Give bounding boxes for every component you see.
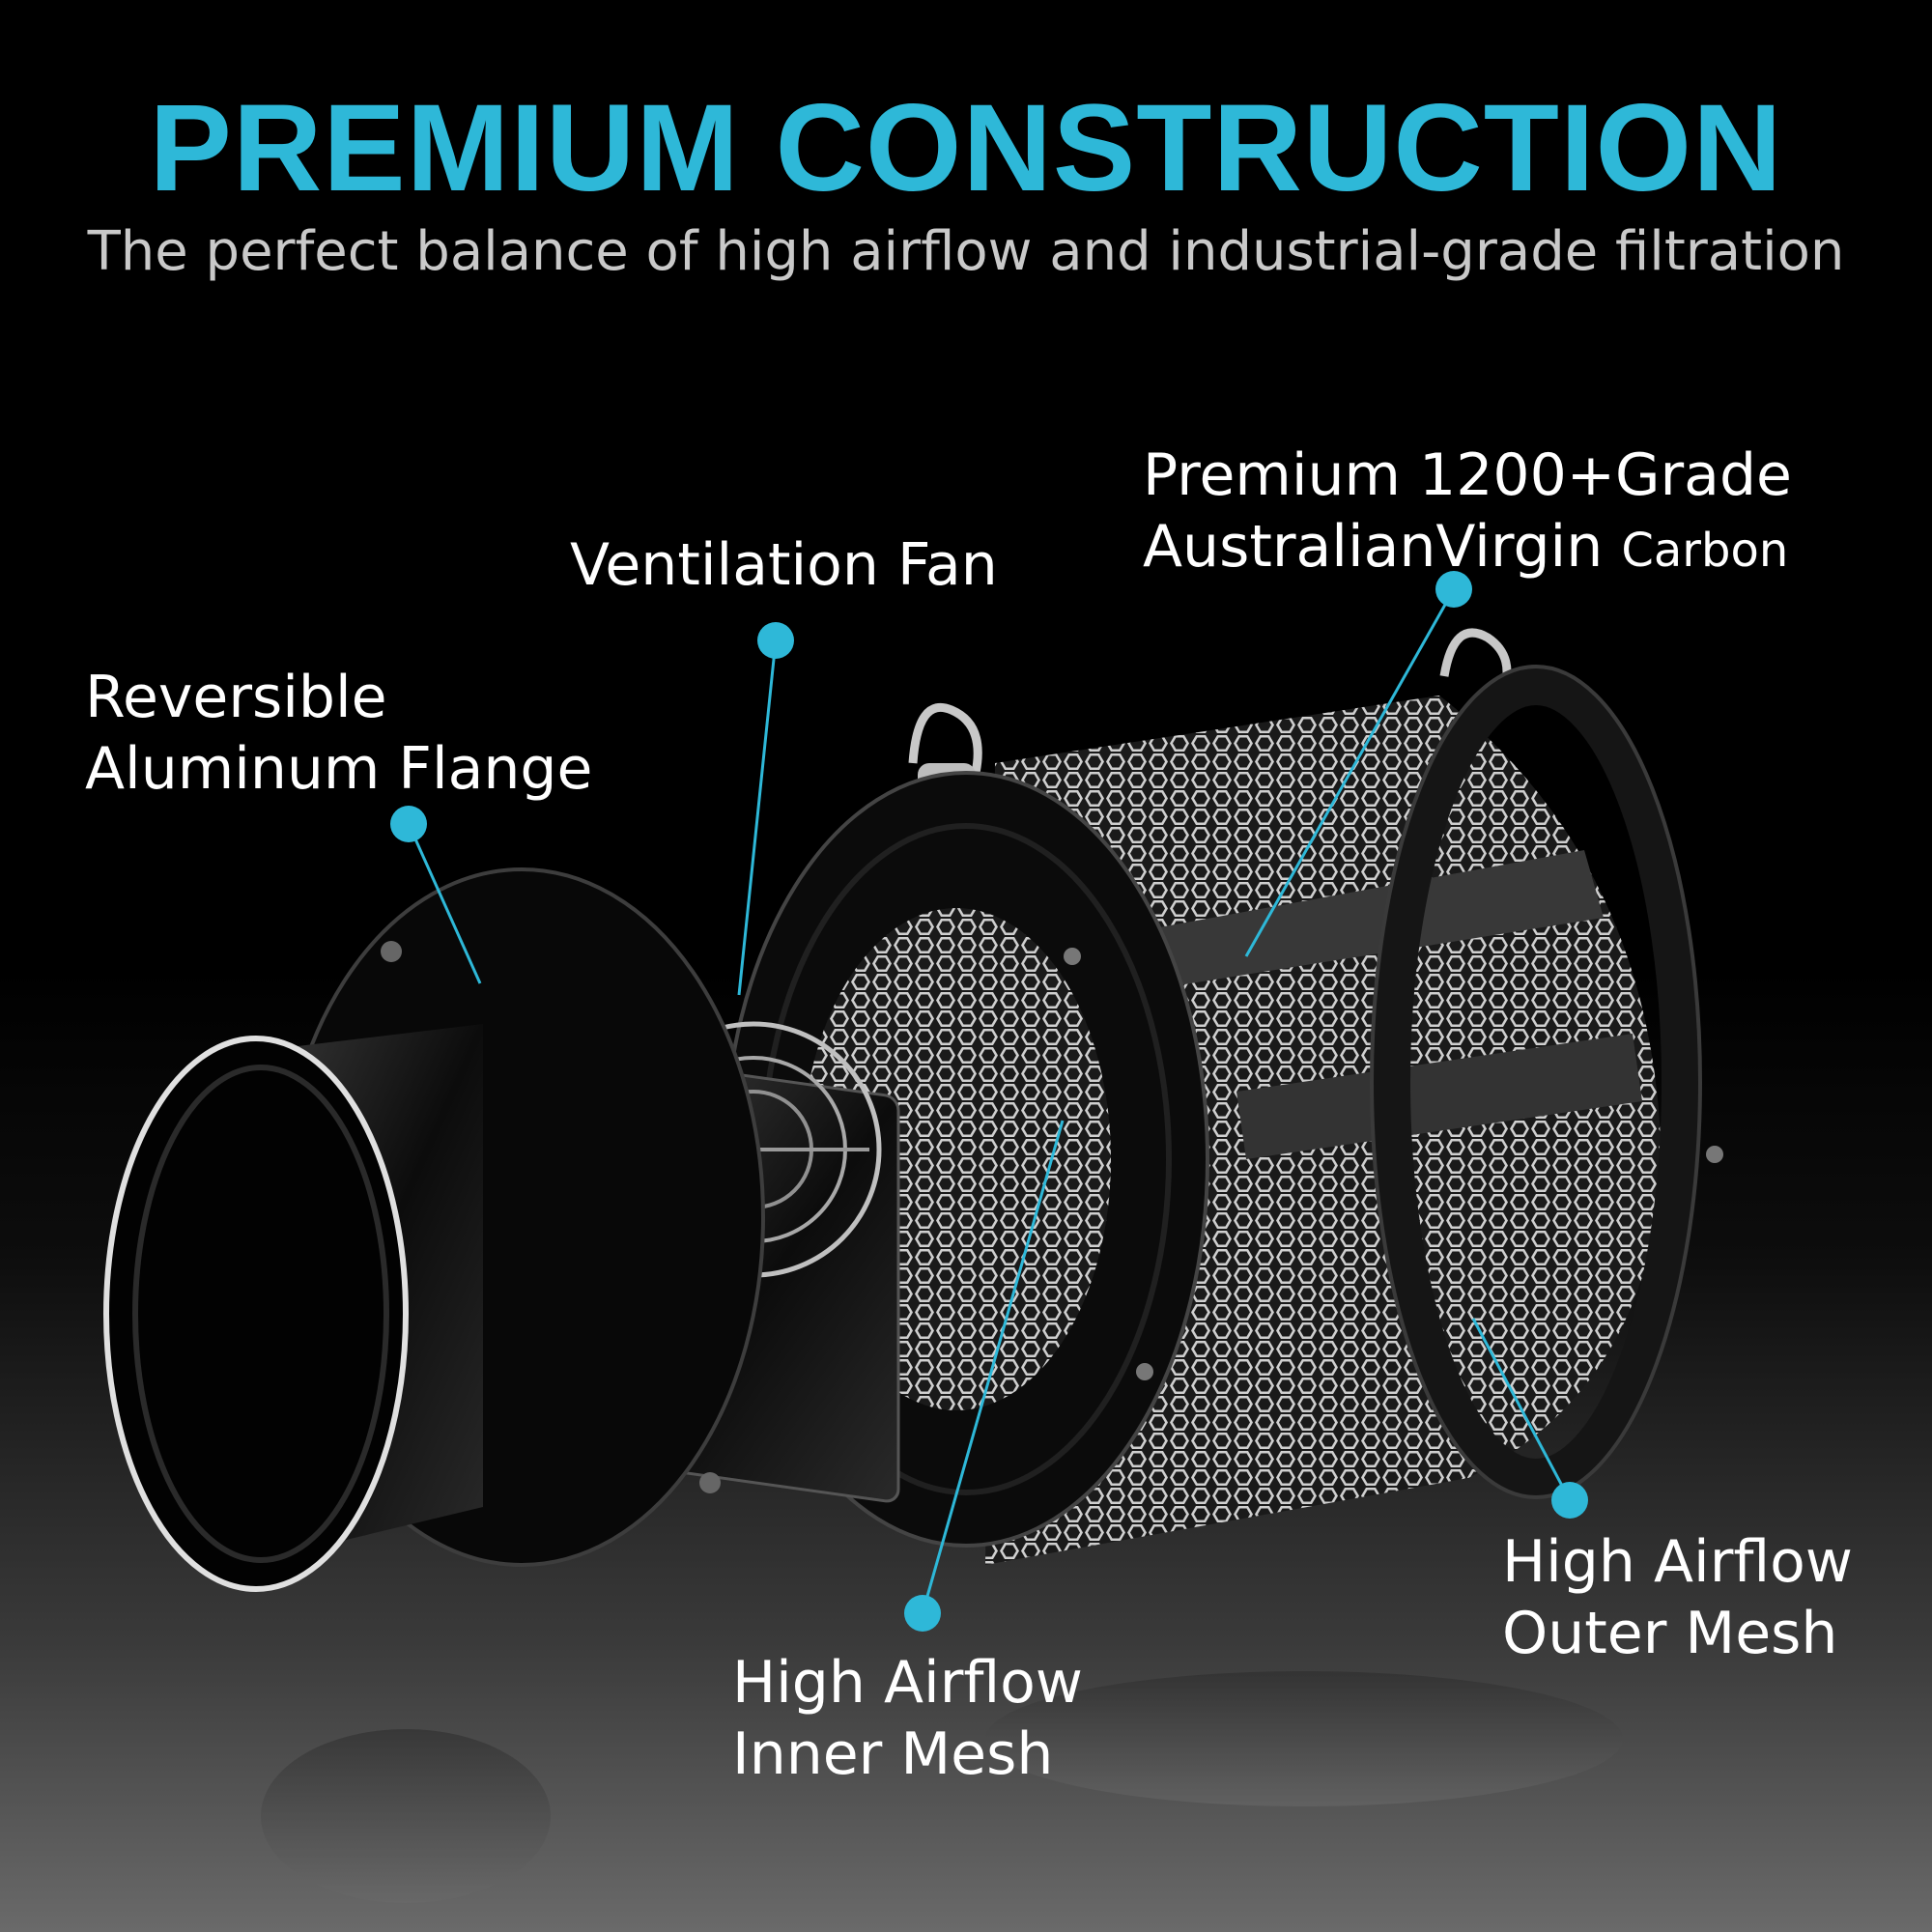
outer-mesh-label-line2: Outer Mesh (1502, 1600, 1838, 1667)
flange-callout-line (407, 823, 482, 984)
inner-mesh-label-line2: Inner Mesh (732, 1720, 1054, 1788)
carbon-label-line1: Premium 1200+Grade (1143, 441, 1792, 509)
inner-mesh-callout-line (921, 1120, 1065, 1614)
flange-callout-dot (390, 806, 427, 842)
carbon-label-line2-main: AustralianVirgin (1143, 513, 1604, 581)
flange-label: Reversible Aluminum Flange (85, 662, 592, 805)
fan-callout-dot (757, 622, 794, 659)
carbon-callout-dot (1435, 571, 1472, 608)
carbon-label: Premium 1200+Grade AustralianVirgin Carb… (1143, 440, 1792, 586)
inner-mesh-label-line1: High Airflow (732, 1649, 1083, 1717)
page-subtitle: The perfect balance of high airflow and … (87, 220, 1845, 283)
fan-label: Ventilation Fan (570, 529, 998, 601)
inner-mesh-label: High Airflow Inner Mesh (732, 1647, 1083, 1790)
carbon-label-line2-small: Carbon (1621, 524, 1789, 578)
outer-mesh-label-line1: High Airflow (1502, 1528, 1853, 1596)
floor-reflection (261, 1671, 1623, 1903)
outer-mesh-label: High Airflow Outer Mesh (1502, 1526, 1853, 1669)
outer-mesh-callout-line (1471, 1318, 1572, 1501)
callout-lines (407, 588, 1572, 1614)
fan-callout-line (737, 639, 778, 996)
callout-dots (390, 571, 1588, 1632)
aluminum-flange (103, 867, 765, 1592)
outer-mesh-callout-dot (1551, 1482, 1588, 1519)
inner-mesh-callout-dot (904, 1595, 941, 1632)
carbon-label-line2: AustralianVirgin Carbon (1143, 511, 1792, 586)
flange-label-line1: Reversible (85, 664, 387, 731)
page-title: PREMIUM CONSTRUCTION (149, 79, 1783, 217)
fan-label-line1: Ventilation Fan (570, 531, 998, 599)
flange-label-line2: Aluminum Flange (85, 735, 593, 803)
carbon-callout-line (1244, 588, 1456, 957)
